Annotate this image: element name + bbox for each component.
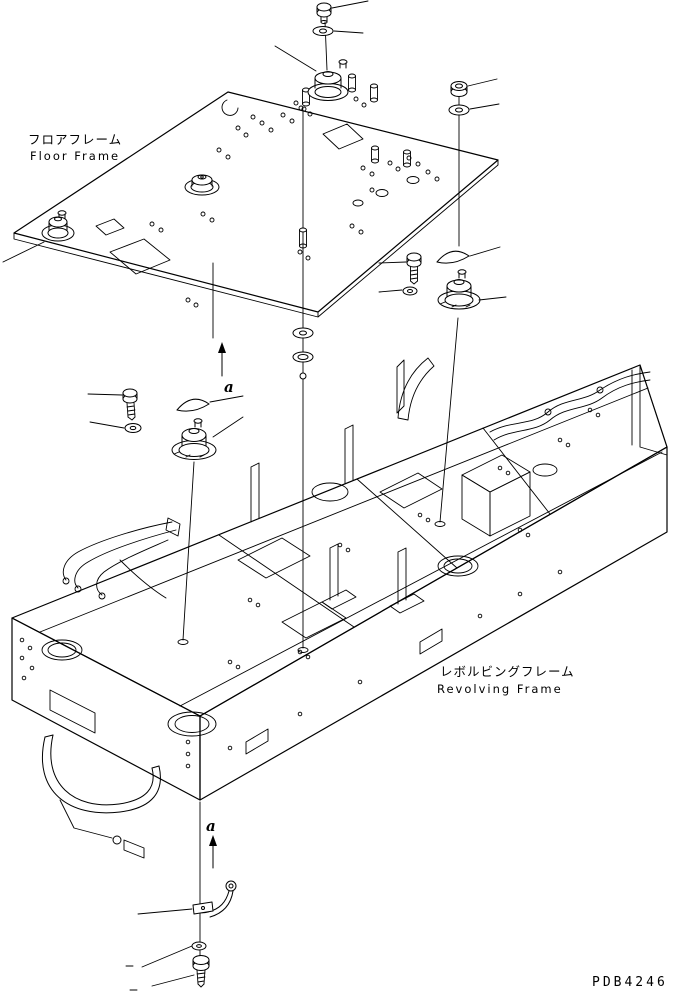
frame-bolt-holes (19, 407, 601, 769)
plate-bolt-holes (149, 96, 440, 308)
leader-lines (2, 0, 507, 987)
drawing-number: PDB4246 (592, 975, 668, 990)
plate-cutouts (95, 99, 420, 275)
frame-cross-members (218, 427, 551, 628)
section-label-bottom: a (206, 817, 216, 835)
frame-brackets (250, 357, 531, 614)
label-floor-frame-jp: フロアフレーム (28, 132, 122, 147)
deck-cutouts (41, 463, 558, 755)
plate-mount-left (41, 210, 75, 242)
flat-washer-right (402, 286, 418, 296)
frame-front-face (199, 446, 668, 801)
plate-mount-center (184, 174, 220, 196)
assembly-lines (177, 21, 460, 957)
flat-washer-left (124, 423, 142, 433)
bottom-washer (191, 941, 207, 951)
rubber-mount-left (171, 418, 217, 460)
hex-bolt-right (406, 252, 422, 285)
rubber-mount-right (437, 269, 481, 310)
section-arrow-bottom: a (206, 817, 217, 869)
section-label-top: a (224, 378, 234, 396)
top-washer (312, 26, 334, 36)
upper-mount (307, 59, 349, 101)
plate-studs (299, 73, 411, 249)
tick-marks (125, 965, 138, 991)
label-revolving-frame-en: Revolving Frame (437, 682, 563, 696)
mount-cover-right (436, 250, 470, 264)
frame-long-beams (39, 387, 663, 707)
revolving-frame (11, 364, 668, 801)
hex-bolt-left (122, 388, 138, 421)
mount-cover-left (176, 398, 210, 412)
label-revolving-frame-jp: レボルビングフレーム (440, 664, 575, 679)
floor-frame-plate (13, 91, 499, 318)
top-bolt (316, 2, 332, 24)
frame-left-face (11, 617, 201, 801)
hydraulic-tube (41, 734, 161, 859)
frame-piping (489, 371, 651, 441)
bottom-bolt (192, 955, 210, 988)
center-washers (292, 327, 314, 380)
frame-right-end (631, 364, 668, 456)
wire-harness (62, 517, 181, 600)
hose-clamp-assembly (192, 880, 237, 918)
hex-nut (450, 81, 468, 97)
section-arrow-top: a (218, 342, 234, 396)
flat-washer-top-right (448, 104, 470, 116)
label-floor-frame-en: Floor Frame (30, 149, 120, 163)
